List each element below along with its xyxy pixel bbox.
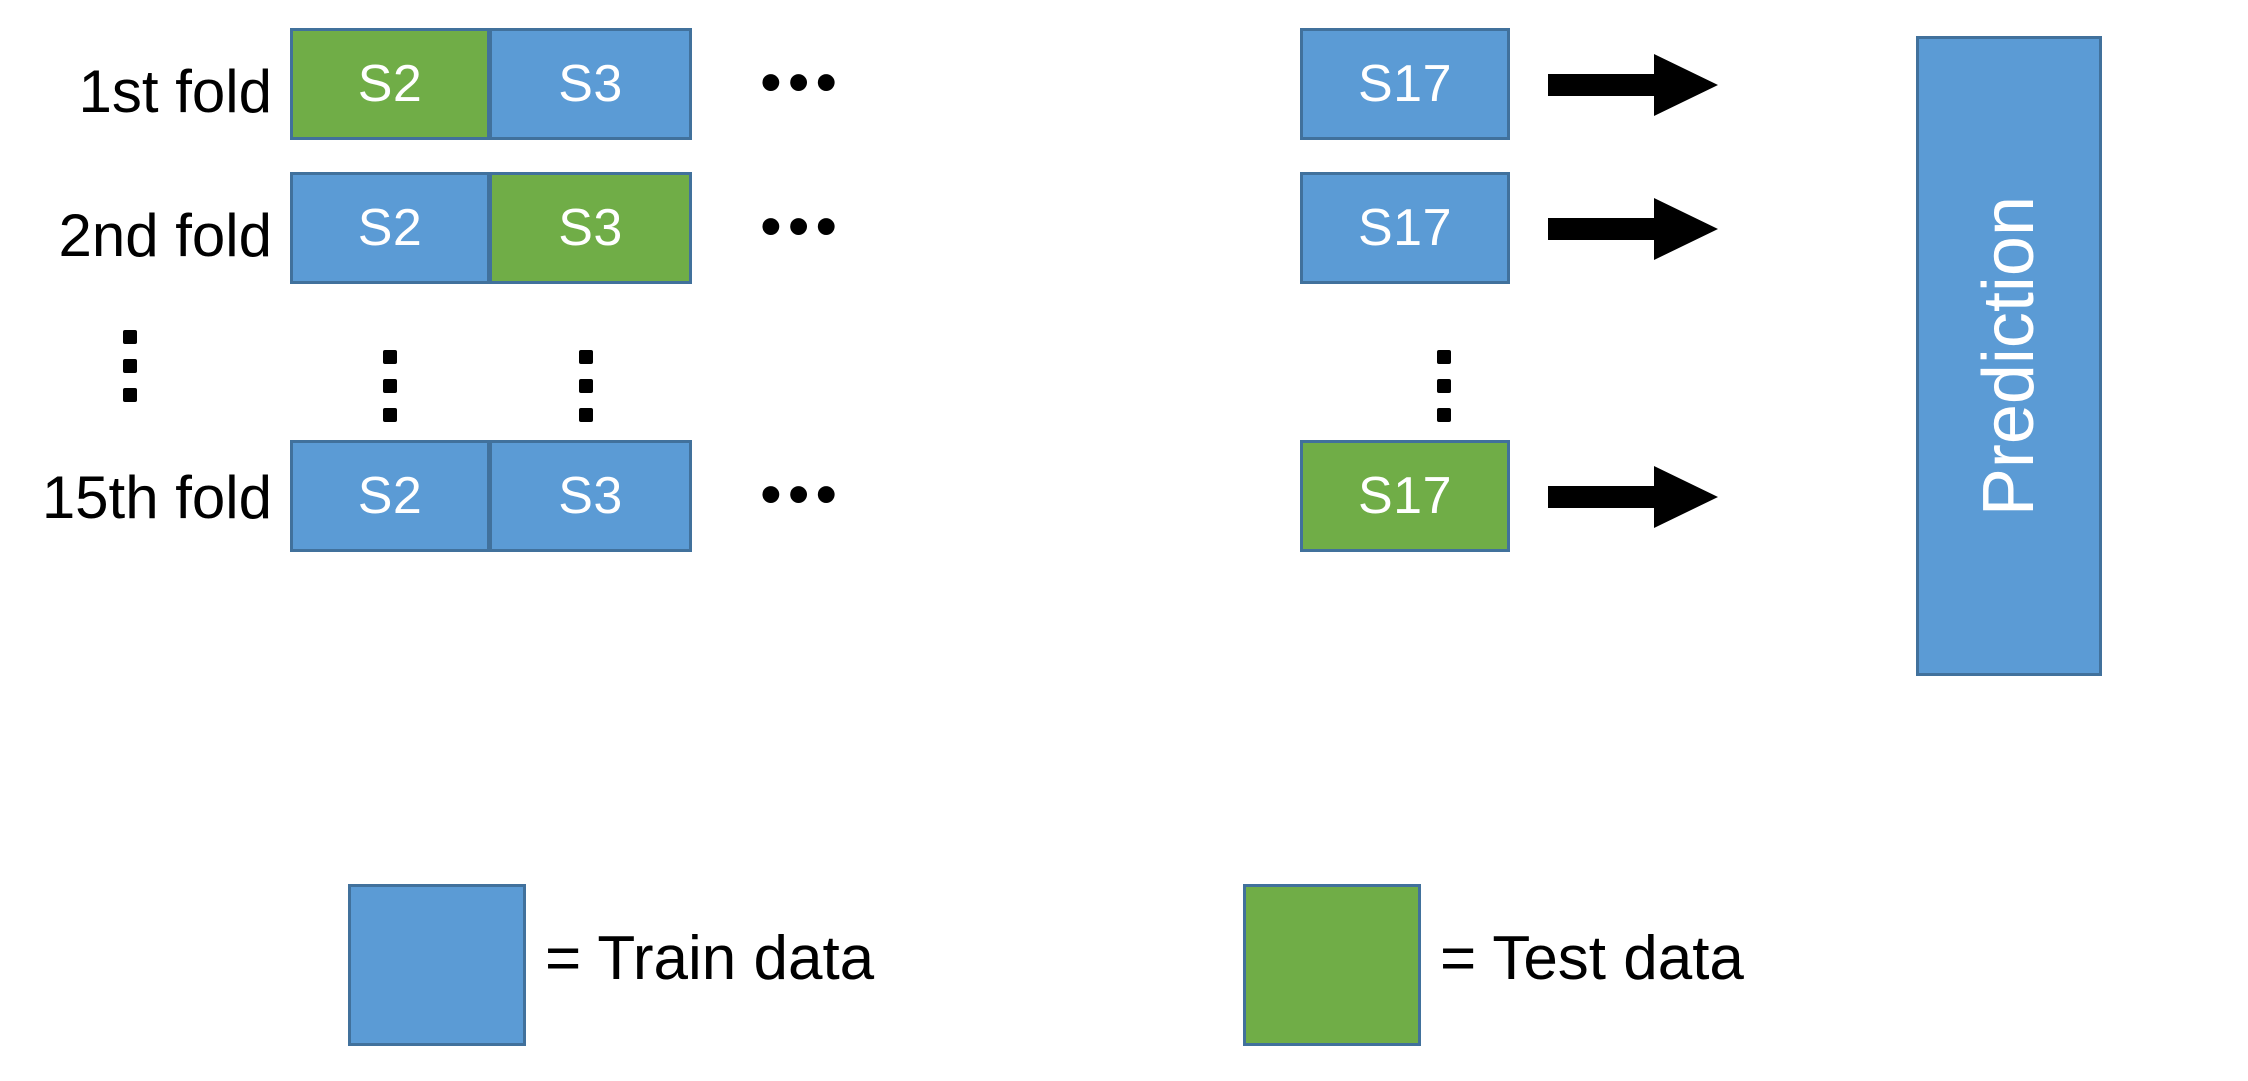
fold-1-arrow-right-icon bbox=[1548, 54, 1718, 116]
fold-2-segment-s17: S17 bbox=[1300, 172, 1510, 284]
prediction-label: Prediction bbox=[1969, 195, 2049, 517]
fold-label-1: 1st fold bbox=[78, 58, 272, 125]
fold-15-arrow-right-icon bbox=[1548, 466, 1718, 528]
prediction-box: Prediction bbox=[1916, 36, 2102, 676]
segment-label: S2 bbox=[357, 55, 423, 113]
fold-15-gap-ellipsis-icon: ••• bbox=[760, 460, 844, 529]
legend-swatch-train bbox=[348, 884, 526, 1046]
fold-label-2: 2nd fold bbox=[58, 202, 272, 269]
segment-label: S17 bbox=[1357, 467, 1453, 525]
fold-15-segment-s2: S2 bbox=[290, 440, 490, 552]
fold-1-segment-s2: S2 bbox=[290, 28, 490, 140]
segment-label: S17 bbox=[1357, 55, 1453, 113]
fold-2-arrow-right-icon bbox=[1548, 198, 1718, 260]
continuation-ellipsis-s17-icon bbox=[1436, 350, 1452, 422]
fold-1-segment-s3: S3 bbox=[489, 28, 692, 140]
continuation-ellipsis-s2-icon bbox=[382, 350, 398, 422]
fold-label-15: 15th fold bbox=[41, 464, 272, 531]
segment-label: S17 bbox=[1357, 199, 1453, 257]
fold-1-segment-s17: S17 bbox=[1300, 28, 1510, 140]
segment-label: S2 bbox=[357, 467, 423, 525]
continuation-ellipsis-s3-icon bbox=[578, 350, 594, 422]
fold-1-gap-ellipsis-icon: ••• bbox=[760, 48, 844, 117]
legend-swatch-test bbox=[1243, 884, 1421, 1046]
legend-label-train: = Train data bbox=[545, 924, 875, 993]
continuation-ellipsis-label-icon bbox=[122, 330, 138, 402]
segment-label: S3 bbox=[558, 467, 623, 525]
segment-label: S3 bbox=[558, 55, 623, 113]
fold-2-gap-ellipsis-icon: ••• bbox=[760, 192, 844, 261]
fold-15-segment-s17: S17 bbox=[1300, 440, 1510, 552]
legend-label-test: = Test data bbox=[1440, 924, 1744, 993]
fold-2-segment-s3: S3 bbox=[489, 172, 692, 284]
fold-2-segment-s2: S2 bbox=[290, 172, 490, 284]
fold-15-segment-s3: S3 bbox=[489, 440, 692, 552]
segment-label: S2 bbox=[357, 199, 423, 257]
segment-label: S3 bbox=[558, 199, 623, 257]
